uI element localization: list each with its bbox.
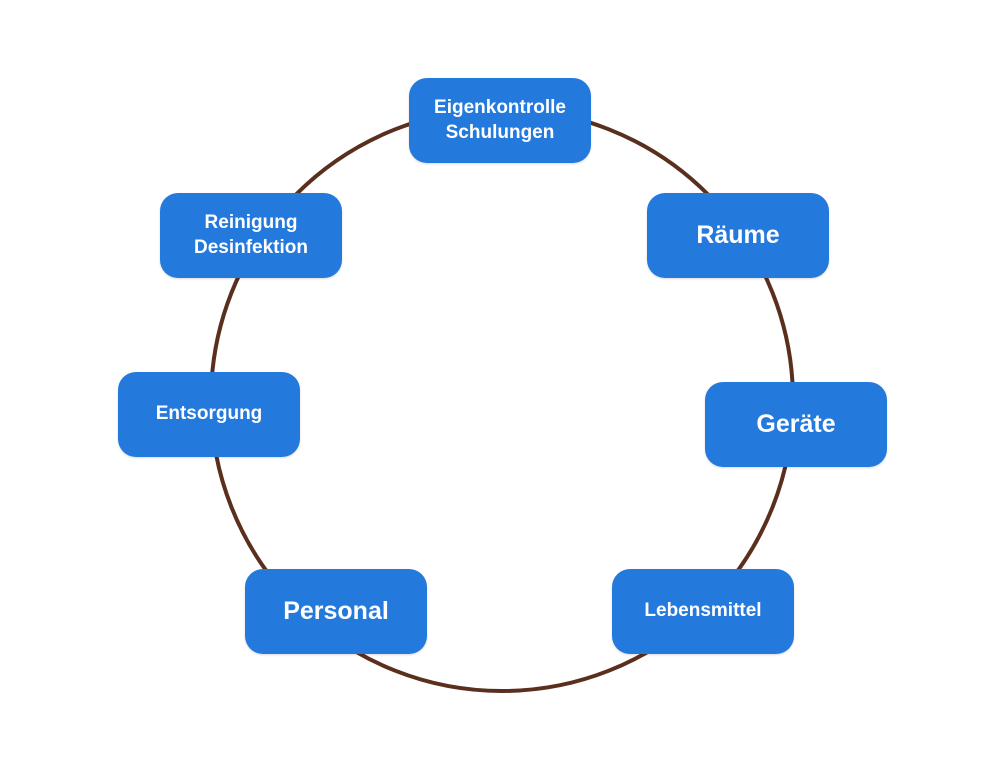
node-personal: Personal [245,569,427,654]
node-eigenkontrolle-line1: Eigenkontrolle [434,96,566,118]
node-lebensmittel-label: Lebensmittel [644,600,762,622]
node-eigenkontrolle-schulungen: Eigenkontrolle Schulungen [409,78,591,163]
node-entsorgung-label: Entsorgung [155,403,263,425]
node-geraete: Geräte [705,382,887,467]
node-raeume-label: Räume [696,221,780,250]
node-entsorgung: Entsorgung [118,372,300,457]
node-reinigung-desinfektion: Reinigung Desinfektion [160,193,342,278]
node-geraete-label: Geräte [756,410,836,439]
node-raeume: Räume [647,193,829,278]
node-lebensmittel: Lebensmittel [612,569,794,654]
node-reinigung-line2: Desinfektion [193,236,309,258]
node-eigenkontrolle-line2: Schulungen [445,121,555,143]
node-reinigung-line1: Reinigung [204,211,298,233]
node-personal-label: Personal [283,597,389,626]
